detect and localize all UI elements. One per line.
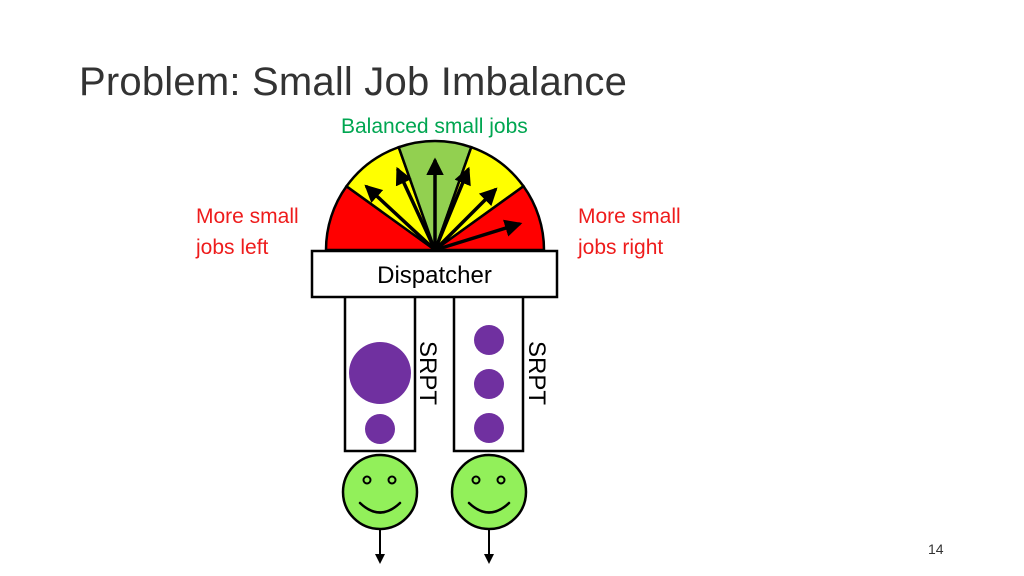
queue-policy-label: SRPT xyxy=(523,341,550,405)
gauge-arrow-right xyxy=(433,166,471,252)
right-label-line2: jobs right xyxy=(578,236,664,259)
left-label-line2: jobs left xyxy=(196,236,269,259)
large-job xyxy=(349,342,411,404)
right-label-line1: More small xyxy=(578,205,681,228)
left-imbalance-label: More small jobs left xyxy=(196,201,299,263)
smiley-mouth xyxy=(467,501,511,514)
small-job xyxy=(474,413,504,443)
smiley-mouth xyxy=(358,501,402,514)
smiley-eye xyxy=(387,475,397,485)
left-label-line1: More small xyxy=(196,205,299,228)
gauge-arrow-right-low xyxy=(433,219,523,252)
slide-title: Problem: Small Job Imbalance xyxy=(79,60,628,104)
gauge-arrows xyxy=(364,157,523,252)
smiley-eye xyxy=(496,475,506,485)
dispatcher-box: Dispatcher xyxy=(310,249,559,299)
smiley-face-icon xyxy=(450,453,528,531)
smiley-face-icon xyxy=(341,453,419,531)
small-job xyxy=(365,414,395,444)
smiley-eye xyxy=(362,475,372,485)
small-job xyxy=(474,369,504,399)
dispatcher-label: Dispatcher xyxy=(377,262,492,289)
queue-left: SRPT xyxy=(343,297,441,453)
queue-right: SRPT xyxy=(452,297,550,453)
server-left xyxy=(341,453,419,564)
right-imbalance-label: More small jobs right xyxy=(578,201,681,263)
gauge-arrow-left-far xyxy=(364,184,437,252)
small-job xyxy=(474,325,504,355)
smiley-eye xyxy=(471,475,481,485)
gauge-arrow-left xyxy=(395,166,437,252)
balance-gauge xyxy=(324,139,546,254)
page-number: 14 xyxy=(928,541,944,557)
queue-policy-label: SRPT xyxy=(414,341,441,405)
balanced-label: Balanced small jobs xyxy=(341,115,528,138)
server-right xyxy=(450,453,528,564)
gauge-arrow-right-far xyxy=(433,187,498,252)
